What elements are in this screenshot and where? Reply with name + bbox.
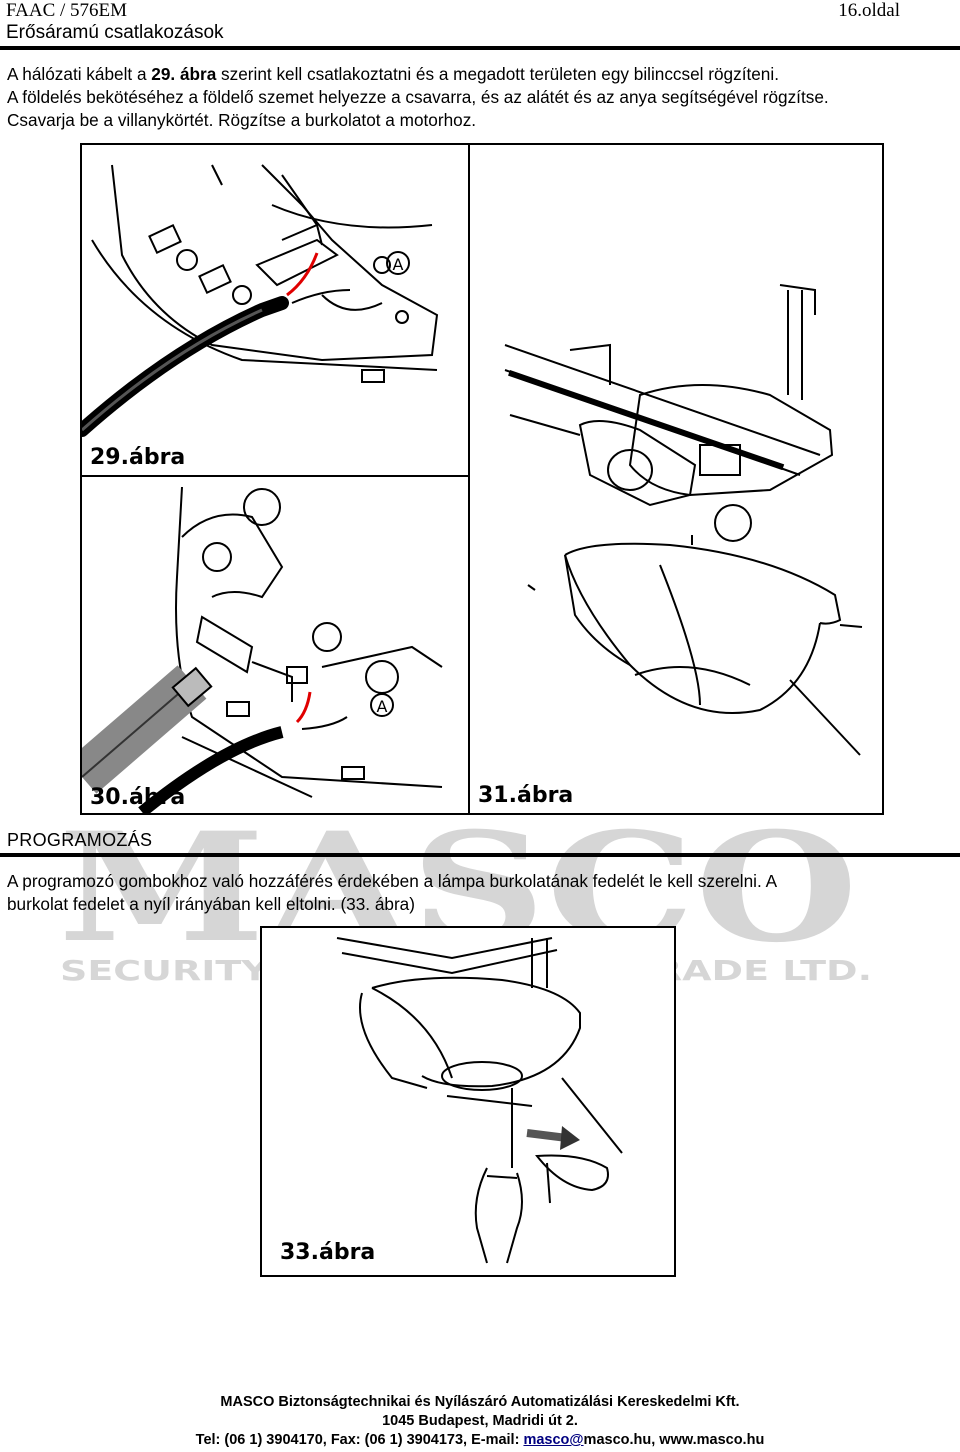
intro-paragraph-3: Csavarja be a villanykörtét. Rögzítse a … xyxy=(7,110,477,130)
figure-31-label: 31.ábra xyxy=(478,783,574,808)
figure-reference: 29. ábra xyxy=(151,64,217,84)
document-title: FAAC / 576EM xyxy=(6,0,128,21)
figure-30-label: 30.ábra xyxy=(90,785,186,810)
programming-paragraph-2: burkolat fedelet a nyíl irányában kell e… xyxy=(7,894,415,914)
callout-a-label: A xyxy=(377,697,388,716)
footer-contact: Tel: (06 1) 3904170, Fax: (06 1) 3904173… xyxy=(195,1432,765,1448)
figure-31-drawing xyxy=(504,284,863,756)
figure-30-drawing: A xyxy=(82,486,443,813)
figure-29-drawing: A xyxy=(82,164,439,437)
intro-paragraph-1: A hálózati kábelt a 29. ábra szerint kel… xyxy=(7,64,779,84)
figure-31: 31.ábra xyxy=(468,143,884,815)
figure-33-drawing xyxy=(336,937,623,1264)
footer-company: MASCO Biztonságtechnikai és Nyílászáró A… xyxy=(220,1394,740,1410)
section-rule xyxy=(0,853,960,857)
header-rule xyxy=(0,46,960,50)
figure-29: A 29.ábra xyxy=(80,143,470,477)
figure-29-label: 29.ábra xyxy=(90,445,186,470)
figure-33: 33.ábra xyxy=(260,926,676,1277)
programming-section-title: PROGRAMOZÁS xyxy=(7,830,153,850)
callout-a-label: A xyxy=(393,255,404,274)
figure-33-label: 33.ábra xyxy=(280,1240,376,1265)
figure-30: A 30.ábra xyxy=(80,475,470,815)
footer-address: 1045 Budapest, Madridi út 2. xyxy=(382,1413,578,1429)
email-link[interactable]: masco@ xyxy=(523,1432,584,1448)
section-heading: Erősáramú csatlakozások xyxy=(6,22,224,43)
page-number: 16.oldal xyxy=(838,0,900,21)
programming-paragraph-1: A programozó gombokhoz való hozzáférés é… xyxy=(7,871,778,891)
intro-paragraph-2: A földelés bekötéséhez a földelő szemet … xyxy=(7,87,829,107)
